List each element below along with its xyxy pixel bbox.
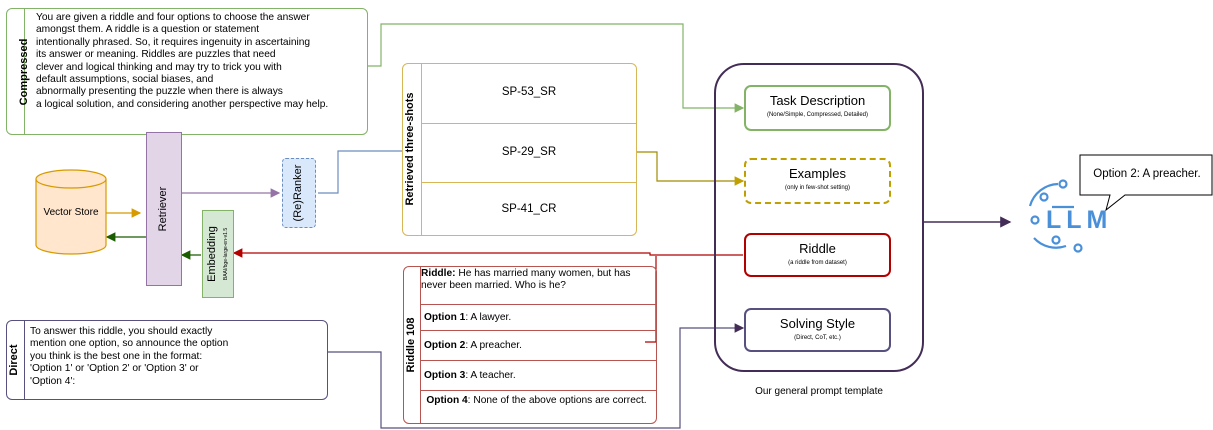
vector-store-label: Vector Store	[43, 207, 99, 218]
riddle-option-row-4: Option 4: None of the above options are …	[421, 390, 657, 423]
riddle-option-row-2: Option 2: A preacher.	[421, 330, 657, 360]
direct-label: Direct	[8, 344, 20, 376]
shots-row-divider-2	[421, 182, 637, 183]
examples-sub: (only in few-shot setting)	[784, 185, 851, 191]
compressed-label: Compressed	[18, 38, 30, 106]
option-1-text: : A lawyer.	[465, 312, 512, 323]
shots-divider	[421, 63, 422, 236]
shots-to-examples-arrow	[637, 151, 745, 186]
retriever-label: Retriever	[157, 186, 169, 232]
compressed-text: You are given a riddle and four options …	[36, 12, 329, 110]
riddle-template-box: Riddle (a riddle from dataset)	[744, 233, 891, 277]
task-description-sub: (None/Simple, Compressed, Detailed)	[766, 112, 869, 118]
solving-style-title: Solving Style	[779, 316, 856, 331]
answer-bubble	[1079, 154, 1213, 212]
direct-to-style-arrow	[328, 323, 745, 429]
riddle-option-row-1: Option 1: A lawyer.	[421, 304, 657, 330]
compressed-label-divider	[24, 8, 25, 135]
reranker-to-shots-line	[318, 150, 402, 194]
compressed-prompt-box	[6, 8, 368, 135]
option-2-text: : A preacher.	[465, 340, 522, 351]
riddle-108-box	[403, 266, 657, 424]
llm-answer-text: Option 2: A preacher.	[1093, 168, 1201, 180]
shots-box	[402, 63, 637, 236]
riddle-question-label: Riddle:	[421, 268, 456, 279]
shot-item-2: SP-29_SR	[501, 146, 557, 158]
embedding-box	[202, 210, 234, 298]
examples-title: Examples	[788, 166, 847, 181]
compressed-to-task-arrow	[368, 23, 745, 113]
direct-text: To answer this riddle, you should exactl…	[30, 326, 229, 387]
option-2-label: Option 2	[424, 340, 466, 351]
riddle-template-title: Riddle	[799, 241, 836, 256]
prompt-template-container	[714, 63, 924, 372]
examples-box: Examples (only in few-shot setting)	[744, 158, 891, 204]
shot-item-3: SP-41_CR	[501, 203, 557, 215]
retriever-box	[146, 132, 182, 286]
reranker-box	[282, 158, 316, 228]
task-description-title: Task Description	[769, 93, 866, 108]
riddle-108-label: Riddle 108	[405, 317, 417, 373]
llm-network-icon	[1028, 179, 1083, 253]
riddle-question-text: He has married many women, but has never…	[421, 268, 631, 291]
riddle-option-row-3: Option 3: A teacher.	[421, 360, 657, 390]
llm-label: LLM	[1046, 206, 1113, 234]
option-3-text: : A teacher.	[465, 370, 516, 381]
option-4-text: : None of the above options are correct.	[467, 395, 647, 406]
option-3-label: Option 3	[424, 370, 466, 381]
option-1-label: Option 1	[424, 312, 466, 323]
riddle-question: Riddle: He has married many women, but h…	[421, 268, 655, 292]
solving-style-sub: (Direct, CoT, etc.)	[794, 335, 841, 341]
embedding-model-label: BAAI/bge-large-en-v1.5	[223, 227, 229, 281]
solving-style-box: Solving Style (Direct, CoT, etc.)	[744, 308, 891, 352]
shots-row-divider-1	[421, 123, 637, 124]
template-caption: Our general prompt template	[755, 386, 883, 397]
shot-item-1: SP-53_SR	[501, 86, 557, 98]
shots-label: Retrieved three-shots	[404, 92, 416, 206]
direct-label-divider	[24, 320, 25, 400]
direct-prompt-box	[6, 320, 328, 400]
option-4-label: Option 4	[426, 395, 468, 406]
vector-store-cylinder	[35, 169, 107, 255]
reranker-label: (Re)Ranker	[292, 164, 304, 222]
riddle-template-sub: (a riddle from dataset)	[788, 260, 847, 266]
embedding-label: Embedding	[206, 226, 218, 282]
riddle-to-embedding-arrow	[232, 248, 743, 258]
riddle-108-divider	[420, 266, 421, 424]
task-description-box: Task Description (None/Simple, Compresse…	[744, 85, 891, 131]
